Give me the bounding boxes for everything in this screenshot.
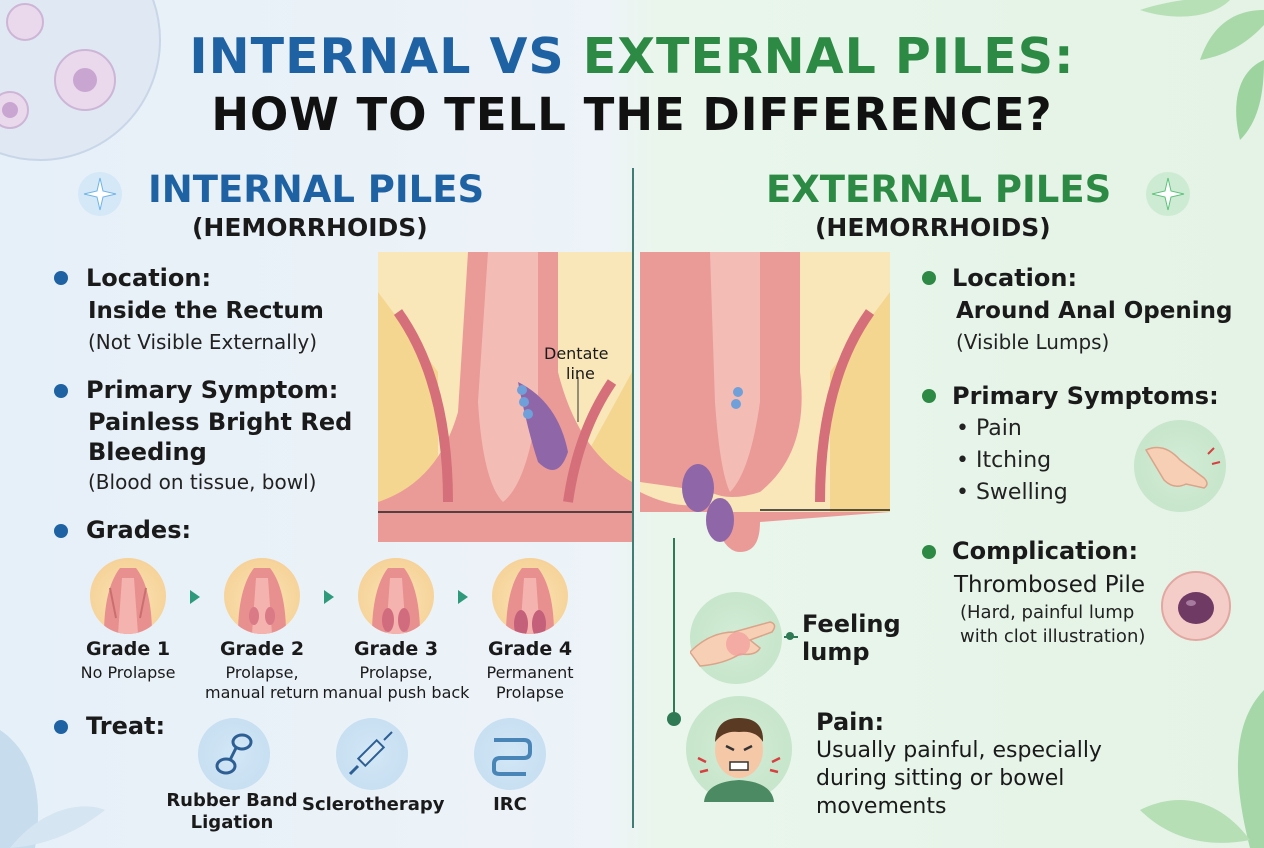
bullet (54, 271, 68, 285)
sparkle-icon (1146, 172, 1190, 216)
grade-1-name: Grade 1 (85, 638, 171, 660)
treatment-1-name-2: Ligation (190, 812, 274, 833)
external-symptoms-label: Primary Symptoms: (952, 382, 1219, 410)
treatment-1-name-1: Rubber Band (166, 790, 298, 811)
main-title-line2: HOW TO TELL THE DIFFERENCE? (211, 88, 1053, 141)
grade-4-name: Grade 4 (487, 638, 573, 660)
bullet (54, 384, 68, 398)
pain-line-3: movements (816, 794, 947, 819)
bullet (922, 389, 936, 403)
external-header: EXTERNAL PILES (766, 168, 1112, 211)
internal-header: INTERNAL PILES (148, 168, 485, 211)
leaf-decoration-bottom-right (1140, 690, 1264, 848)
title-external-part: EXTERNAL PILES: (582, 28, 1075, 85)
symptom-pain: • Pain (956, 416, 1022, 441)
grades-label: Grades: (86, 516, 192, 544)
grade-1-icon (90, 558, 166, 634)
internal-location-label: Location: (86, 264, 212, 292)
grade-2-desc-2: manual return (205, 683, 319, 702)
bullet (922, 271, 936, 285)
connector-dot (667, 712, 681, 726)
grade-2-icon (224, 558, 300, 634)
external-location-note: (Visible Lumps) (956, 330, 1110, 354)
grade-2-desc-1: Prolapse, (225, 663, 299, 682)
arrow-icon (458, 590, 468, 604)
complication-note-1: (Hard, painful lump (960, 602, 1135, 623)
grade-3-desc-2: manual push back (322, 683, 470, 702)
bullet (54, 720, 68, 734)
internal-location-note: (Not Visible Externally) (88, 330, 318, 354)
leaf-decoration-bottom-left (0, 730, 105, 848)
feeling-dot (786, 632, 794, 640)
syringe-icon (336, 718, 408, 790)
internal-symptom-note: (Blood on tissue, bowl) (88, 470, 317, 494)
arrow-icon (324, 590, 334, 604)
rubber-band-icon (198, 718, 270, 790)
grade-3-name: Grade 3 (353, 638, 439, 660)
grade-4-desc-2: Prolapse (496, 683, 564, 702)
grade-3-icon (358, 558, 434, 634)
pain-line-2: during sitting or bowel (816, 766, 1065, 791)
itching-hand-icon (1134, 420, 1226, 512)
internal-location-value: Inside the Rectum (88, 298, 324, 324)
bullet (922, 545, 936, 559)
treat-label: Treat: (86, 712, 166, 740)
grade-4-icon (492, 558, 568, 634)
external-location-label: Location: (952, 264, 1078, 292)
grade-3-desc-1: Prolapse, (359, 663, 433, 682)
external-anatomy-diagram (640, 252, 890, 552)
internal-symptom-label: Primary Symptom: (86, 376, 339, 404)
symptom-itching: • Itching (956, 448, 1052, 473)
internal-anatomy-diagram (378, 252, 632, 542)
grade-2-name: Grade 2 (219, 638, 305, 660)
pain-label: Pain: (816, 708, 885, 736)
arrow-icon (190, 590, 200, 604)
external-subheader: (HEMORRHOIDS) (815, 213, 1051, 242)
connector-line (673, 538, 675, 718)
feeling-lump-text-2: lump (802, 638, 870, 666)
center-divider (632, 168, 634, 828)
external-location-value: Around Anal Opening (956, 298, 1233, 324)
feeling-lump-icon (689, 592, 782, 684)
thrombosed-pile-icon (1161, 571, 1231, 641)
intestine-icon (474, 718, 546, 790)
internal-symptom-value-1: Painless Bright Red (88, 408, 353, 436)
sparkle-icon (78, 172, 122, 216)
grade-1-desc: No Prolapse (80, 663, 176, 682)
dentate-label-1: Dentate (544, 344, 609, 363)
leaf-decoration-top-right (1140, 0, 1264, 140)
complication-value: Thrombosed Pile (954, 572, 1146, 598)
internal-symptom-value-2: Bleeding (88, 438, 207, 466)
complication-label: Complication: (952, 537, 1139, 565)
grade-4-desc-1: Permanent (486, 663, 574, 682)
internal-subheader: (HEMORRHOIDS) (192, 213, 428, 242)
treatment-3-name: IRC (493, 794, 527, 815)
complication-note-2: with clot illustration) (960, 626, 1146, 647)
dentate-label-2: line (566, 364, 595, 383)
symptom-swelling: • Swelling (956, 480, 1068, 505)
pain-line-1: Usually painful, especially (816, 738, 1102, 763)
cell-decoration (0, 0, 161, 161)
treatment-2-name: Sclerotherapy (302, 794, 445, 815)
pain-face-icon (686, 696, 792, 802)
feeling-lump-text-1: Feeling (802, 610, 901, 638)
title-internal-part: INTERNAL VS (189, 28, 565, 85)
bullet (54, 524, 68, 538)
main-title-line1: INTERNAL VS EXTERNAL PILES: (0, 28, 1264, 85)
